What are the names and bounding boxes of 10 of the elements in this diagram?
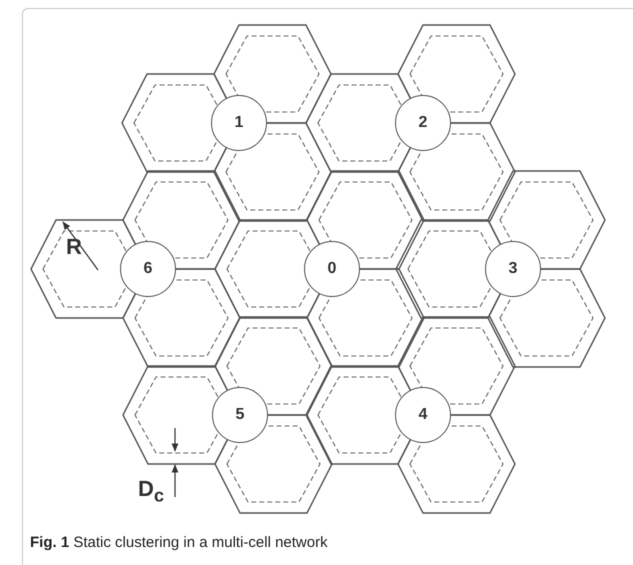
base-station-circle: 5 bbox=[212, 387, 268, 443]
base-station-circle: 1 bbox=[211, 95, 267, 151]
figure-caption: Fig. 1 Static clustering in a multi-cell network bbox=[30, 534, 328, 551]
dimension-label: D$_{c}$ bbox=[138, 478, 164, 505]
base-station-circle: 0 bbox=[304, 241, 360, 297]
base-station-circle: 4 bbox=[395, 387, 451, 443]
base-station-circle: 3 bbox=[485, 241, 541, 297]
base-station-circle: 2 bbox=[395, 95, 451, 151]
base-station-circle: 6 bbox=[120, 241, 176, 297]
dimension-label: R bbox=[66, 236, 82, 258]
